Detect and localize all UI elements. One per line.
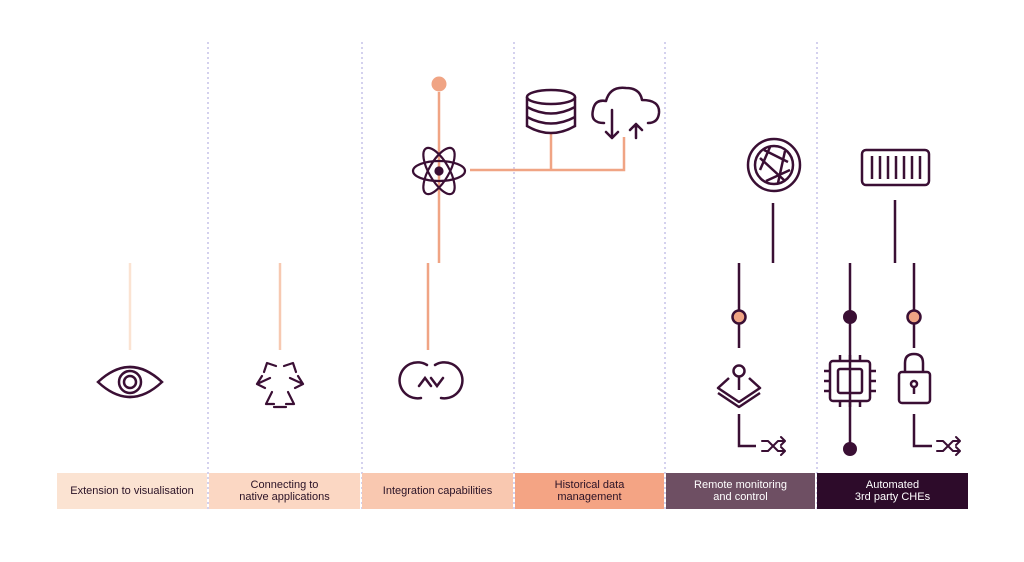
- layers-pin-icon: [716, 364, 762, 409]
- stage-label-remote-monitoring: Remote monitoring and control: [666, 473, 815, 509]
- stem-lock-bottom: [912, 414, 932, 448]
- stage-label-integration: Integration capabilities: [362, 473, 513, 509]
- stage-label-visualisation: Extension to visualisation: [57, 473, 207, 509]
- sync-circles-icon: [398, 361, 464, 400]
- container-icon: [860, 148, 931, 187]
- shuffle-icon: [761, 436, 786, 456]
- node-chip-bottom: [843, 442, 857, 456]
- chip-icon: [824, 355, 876, 407]
- column-dividers: [207, 42, 818, 510]
- node-lock: [906, 309, 922, 325]
- padlock-icon: [897, 352, 932, 405]
- cloud-sync-icon: [591, 86, 661, 140]
- arrows-network-icon: [255, 361, 305, 409]
- connector-stems: [128, 92, 932, 448]
- stage-label-automated-ches: Automated 3rd party CHEs: [817, 473, 968, 509]
- eye-icon: [96, 365, 164, 399]
- node-remote: [731, 309, 747, 325]
- database-icon: [525, 88, 577, 135]
- stage-label-historical-data: Historical data management: [515, 473, 664, 509]
- stem-atom-to-data: [470, 137, 626, 172]
- shuffle-icon: [936, 436, 961, 456]
- stage-label-native-apps: Connecting to native applications: [209, 473, 360, 509]
- nodes: [431, 76, 922, 456]
- atom-icon: [411, 146, 467, 196]
- stem-remote-bottom: [737, 414, 756, 448]
- node-top-salmon: [431, 76, 447, 92]
- node-chip-top: [843, 310, 857, 324]
- aperture-icon: [746, 137, 802, 193]
